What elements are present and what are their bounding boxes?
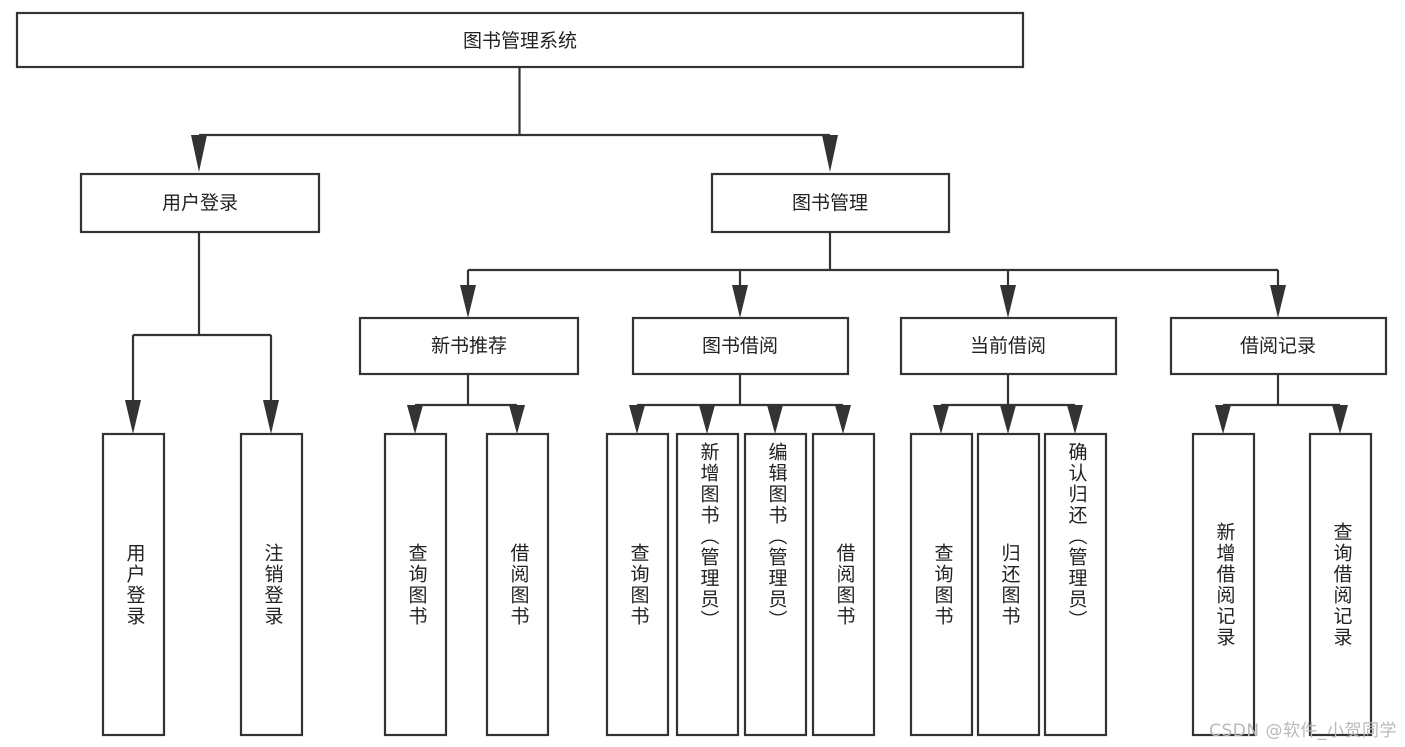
node-leaf7-box[interactable] xyxy=(743,432,808,737)
node-root-box[interactable] xyxy=(15,11,1025,69)
node-newbook-box[interactable] xyxy=(358,316,580,376)
node-login[interactable]: 用户登录 xyxy=(79,172,321,234)
connector-group-newbook xyxy=(407,374,525,434)
node-leaf2-box[interactable] xyxy=(239,432,304,737)
arrow-head-to-leaf5 xyxy=(629,405,645,434)
connector-group-root xyxy=(191,67,838,172)
node-newbook[interactable]: 新书推荐 xyxy=(358,316,580,376)
node-leaf3-box[interactable] xyxy=(383,432,448,737)
arrow-head-to-record xyxy=(1270,285,1286,318)
arrow-head-to-leaf10 xyxy=(1000,405,1016,434)
node-leaf5-box[interactable] xyxy=(605,432,670,737)
arrow-head-to-bookmgmt xyxy=(822,135,838,172)
node-login-label: 用户登录 xyxy=(162,192,238,214)
arrow-head-to-leaf8 xyxy=(835,405,851,434)
connector-group-record xyxy=(1215,374,1348,434)
arrow-head-to-borrow xyxy=(732,285,748,318)
node-leaf13-box[interactable] xyxy=(1308,432,1373,737)
arrow-head-to-leaf11 xyxy=(1067,405,1083,434)
arrow-head-to-current xyxy=(1000,285,1016,318)
node-current-box[interactable] xyxy=(899,316,1118,376)
node-record-box[interactable] xyxy=(1169,316,1388,376)
node-newbook-label: 新书推荐 xyxy=(431,335,507,357)
node-root-label: 图书管理系统 xyxy=(463,30,577,52)
arrow-head-to-leaf12 xyxy=(1215,405,1231,434)
node-current[interactable]: 当前借阅 xyxy=(899,316,1118,376)
arrow-head-to-leaf1 xyxy=(125,400,141,434)
node-leaf11-box[interactable] xyxy=(1043,432,1108,737)
node-bookmgmt-box[interactable] xyxy=(710,172,951,234)
connector-group-login xyxy=(125,232,279,434)
node-leaf12-box[interactable] xyxy=(1191,432,1256,737)
connector-group-bookmgmt xyxy=(460,232,1286,318)
node-borrow-label: 图书借阅 xyxy=(702,335,778,357)
node-borrow[interactable]: 图书借阅 xyxy=(631,316,850,376)
connector-group-borrow xyxy=(629,374,851,434)
arrow-head-to-leaf6 xyxy=(699,405,715,434)
arrow-head-to-leaf9 xyxy=(933,405,949,434)
node-current-label: 当前借阅 xyxy=(970,335,1046,357)
arrow-head-to-leaf13 xyxy=(1332,405,1348,434)
connector-group-current xyxy=(933,374,1083,434)
node-leaf1-box[interactable] xyxy=(101,432,166,737)
arrow-head-to-leaf4 xyxy=(509,405,525,434)
node-leaf10-box[interactable] xyxy=(976,432,1041,737)
node-root[interactable]: 图书管理系统 xyxy=(15,11,1025,69)
node-leaf4-box[interactable] xyxy=(485,432,550,737)
arrow-head-to-leaf7 xyxy=(767,405,783,434)
node-leaf8-box[interactable] xyxy=(811,432,876,737)
node-bookmgmt[interactable]: 图书管理 xyxy=(710,172,951,234)
node-leaf9-box[interactable] xyxy=(909,432,974,737)
arrow-head-to-leaf3 xyxy=(407,405,423,434)
csdn-watermark: CSDN @软件_小贺同学 xyxy=(1209,721,1397,741)
node-borrow-box[interactable] xyxy=(631,316,850,376)
node-bookmgmt-label: 图书管理 xyxy=(792,192,868,214)
node-leaf6-box[interactable] xyxy=(675,432,740,737)
node-record[interactable]: 借阅记录 xyxy=(1169,316,1388,376)
node-record-label: 借阅记录 xyxy=(1240,335,1316,357)
leaf-box-group xyxy=(101,432,1373,737)
arrow-head-to-login xyxy=(191,135,207,172)
arrow-head-to-leaf2 xyxy=(263,400,279,434)
node-login-box[interactable] xyxy=(79,172,321,234)
arrow-head-to-newbook xyxy=(460,285,476,318)
